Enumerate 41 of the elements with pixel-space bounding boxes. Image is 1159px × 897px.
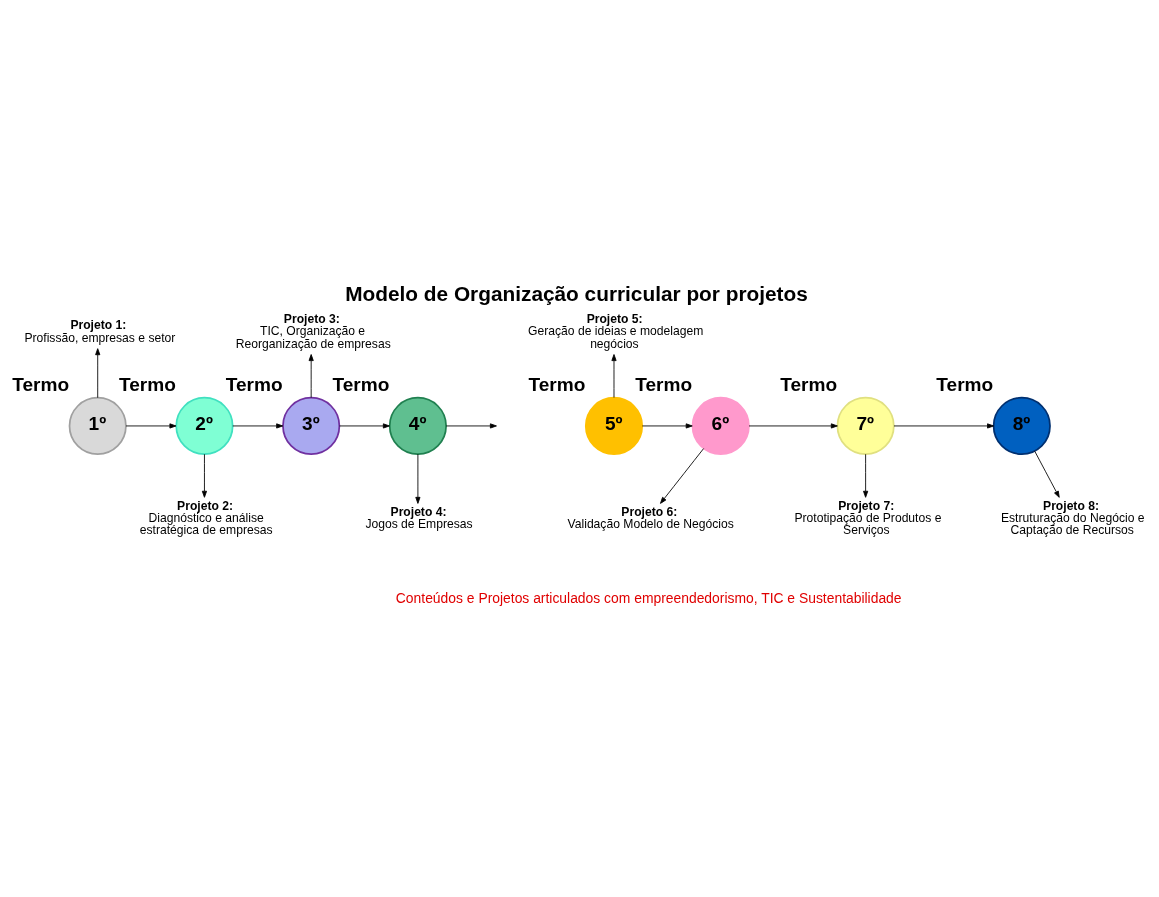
- node-circle: 7º: [836, 396, 895, 455]
- node-label: Termo: [780, 374, 838, 396]
- arrow: [125, 423, 177, 429]
- caption: Conteúdos e Projetos articulados com empreendedorismo, TIC e Sustentabilidade: [395, 590, 902, 607]
- node-circle: 2º: [175, 396, 234, 455]
- node-circle: 8º: [992, 396, 1051, 455]
- node-text: Projeto 6: Validação Modelo de Negócios: [567, 504, 734, 532]
- node-circle: 4º: [388, 396, 447, 455]
- node-circle: 6º: [691, 396, 750, 455]
- node-label: Termo: [936, 374, 994, 396]
- node-circle: 3º: [282, 396, 341, 455]
- node-label: Termo: [635, 374, 693, 396]
- node-circle: 1º: [68, 396, 127, 455]
- diagram-title: Modelo de Organização curricular por projetos: [345, 281, 808, 305]
- arrow: [201, 453, 207, 498]
- arrow: [641, 423, 693, 429]
- arrow: [339, 423, 390, 429]
- node-text: Projeto 8: Estruturação do Negócio e Captação de Recursos: [1000, 498, 1145, 538]
- arrow: [232, 423, 284, 429]
- node-label: Termo: [528, 374, 586, 396]
- arrow: [893, 423, 995, 429]
- node-text: Projeto 2: Diagnóstico e análise estratégica de empresas: [139, 498, 273, 538]
- arrow: [660, 448, 705, 504]
- node-text: Projeto 3: TIC, Organização e Reorganização de empresas: [235, 312, 391, 351]
- node-text: Projeto 5: Geração de ideias e modelagem negócios: [528, 312, 704, 351]
- node-text: Projeto 1: Profissão, empresas e setor: [24, 318, 176, 345]
- arrow: [308, 354, 314, 398]
- arrow: [95, 348, 101, 399]
- arrow: [1034, 450, 1060, 498]
- node-label: Termo: [332, 374, 390, 396]
- arrow: [748, 423, 838, 429]
- node-label: Termo: [225, 374, 283, 396]
- node-label: Termo: [118, 374, 176, 396]
- node-label: Termo: [12, 374, 70, 396]
- node-circle: 5º: [584, 396, 644, 455]
- arrow: [611, 354, 617, 398]
- arrow: [415, 453, 421, 504]
- arrow: [445, 423, 497, 429]
- arrow: [863, 453, 869, 498]
- node-text: Projeto 7: Prototipação de Produtos e Serviços: [794, 498, 942, 538]
- node-text: Projeto 4: Jogos de Empresas: [365, 504, 473, 532]
